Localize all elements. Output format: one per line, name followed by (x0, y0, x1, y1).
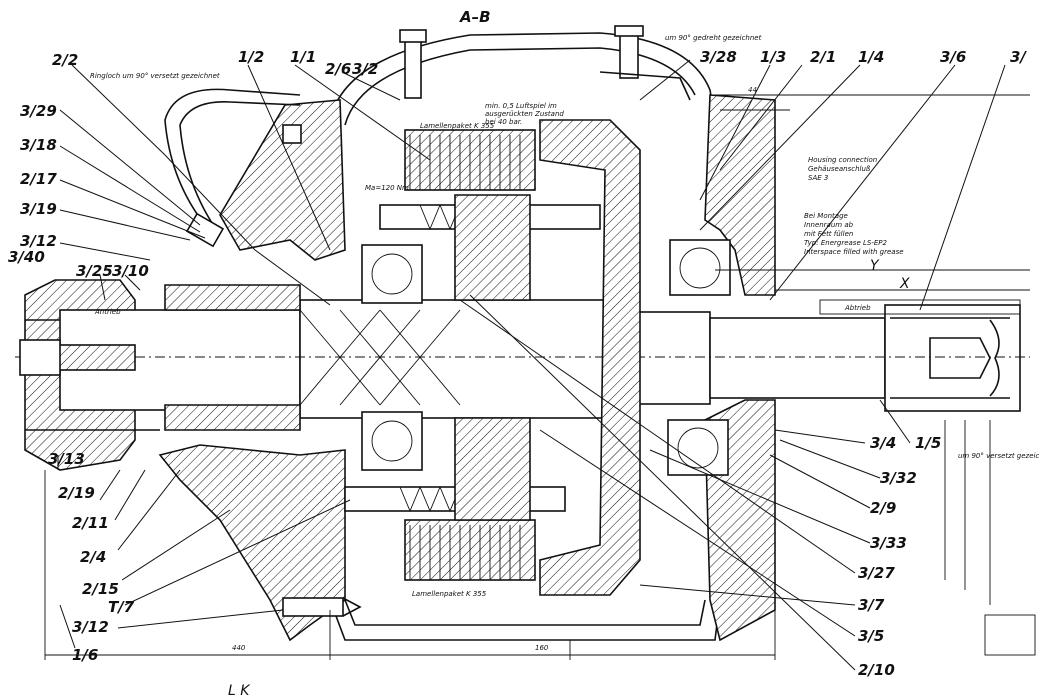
part-label-3-28: 3/28 (700, 48, 737, 66)
note-montage-2: mit Fett füllen (804, 230, 853, 238)
part-label-1-1: 1/1 (290, 48, 316, 66)
note-torque: Ma=120 Nm (365, 184, 409, 192)
part-label-3-10: 3/10 (112, 262, 149, 280)
part-label-2-6: 2/6 (325, 60, 351, 78)
part-label-2-11: 2/11 (72, 514, 109, 532)
annotation-notes: um 90° gedreht gezeichnet Ringloch um 90… (90, 34, 1039, 699)
top-fittings (399, 25, 691, 101)
partial-label-k: L K (228, 683, 251, 699)
part-label-1-3: 1/3 (760, 48, 786, 66)
dimension-44: 44 (748, 86, 757, 94)
part-label-3-19: 3/19 (20, 200, 57, 218)
note-luftspiel-3: bei 40 bar. (485, 118, 522, 126)
part-label-3-40: 3/40 (8, 248, 45, 266)
leader-lines (57, 59, 1006, 671)
part-label-3-edge: 3/ (1010, 48, 1027, 66)
part-label-3-29: 3/29 (20, 102, 57, 120)
part-label-3-2: 3/2 (352, 60, 378, 78)
part-label-group: 2/2 1/2 1/1 2/6 3/2 3/28 1/3 2/1 1/4 3/6… (8, 48, 1027, 679)
dimension-440: 440 (232, 644, 246, 652)
part-label-1-6: 1/6 (72, 646, 98, 664)
part-label-t-7: T/7 (108, 598, 135, 616)
part-label-2-2: 2/2 (52, 51, 78, 69)
part-label-3-5: 3/5 (858, 627, 884, 645)
note-montage-title: Bei Montage (804, 212, 848, 220)
part-label-3-12b: 3/12 (72, 618, 109, 636)
part-label-1-2: 1/2 (238, 48, 264, 66)
part-label-2-10: 2/10 (858, 661, 895, 679)
note-top-rotated: um 90° gedreht gezeichnet (665, 34, 762, 42)
part-label-1-5: 1/5 (915, 434, 941, 452)
part-label-2-15: 2/15 (82, 580, 119, 598)
note-montage-1: Innenraum ab (804, 221, 854, 229)
part-label-1-4: 1/4 (858, 48, 884, 66)
note-housing: Housing connection (808, 156, 877, 164)
part-label-2-1: 2/1 (810, 48, 836, 66)
note-abtrieb-right: Abtrieb (844, 304, 871, 312)
part-label-3-18: 3/18 (20, 136, 57, 154)
dimension-y: Y (870, 258, 880, 274)
note-luftspiel-1: min. 0,5 Luftspiel im (485, 102, 557, 110)
part-label-2-9: 2/9 (870, 499, 896, 517)
part-label-3-27: 3/27 (858, 564, 895, 582)
note-lamellen-top: Lamellenpaket K 355 (420, 122, 495, 130)
shaft-section (15, 299, 1030, 419)
section-title: A–B (459, 8, 491, 26)
note-housing-de: Gehäuseanschluß (808, 165, 871, 173)
dimension-160: 160 (535, 644, 549, 652)
bearings (164, 239, 731, 476)
part-label-3-6: 3/6 (940, 48, 966, 66)
dimension-lines (44, 94, 1036, 660)
part-label-3-25: 3/25 (76, 262, 113, 280)
note-montage-4: Interspace filled with grease (804, 248, 904, 256)
part-label-2-4: 2/4 (80, 548, 106, 566)
part-label-3-33: 3/33 (870, 534, 907, 552)
bolts-lower (282, 124, 362, 617)
part-label-3-4: 3/4 (870, 434, 896, 452)
note-luftspiel-2: ausgerückten Zustand (485, 110, 564, 118)
svg-text:A–B: A–B (459, 8, 491, 26)
dimension-x: X (899, 276, 910, 292)
part-label-3-32: 3/32 (880, 469, 917, 487)
part-label-2-19: 2/19 (58, 484, 95, 502)
part-label-3-7: 3/7 (858, 596, 885, 614)
note-right-rotated: um 90° versetzt gezeichnet (958, 452, 1039, 460)
part-label-3-13: 3/13 (48, 450, 85, 468)
note-left-rotated: Ringloch um 90° versetzt gezeichnet (90, 72, 220, 80)
note-lamellen-bottom: Lamellenpaket K 355 (412, 590, 487, 598)
note-antrieb-left: Antrieb (94, 308, 121, 316)
part-label-2-17: 2/17 (20, 170, 57, 188)
part-label-3-12a: 3/12 (20, 232, 57, 250)
dimension-letters: Y X (870, 258, 910, 292)
note-montage-3: Typ: Energrease LS-EP2 (804, 239, 887, 247)
clutch-pack (344, 119, 641, 596)
note-sae: SAE 3 (808, 174, 828, 182)
